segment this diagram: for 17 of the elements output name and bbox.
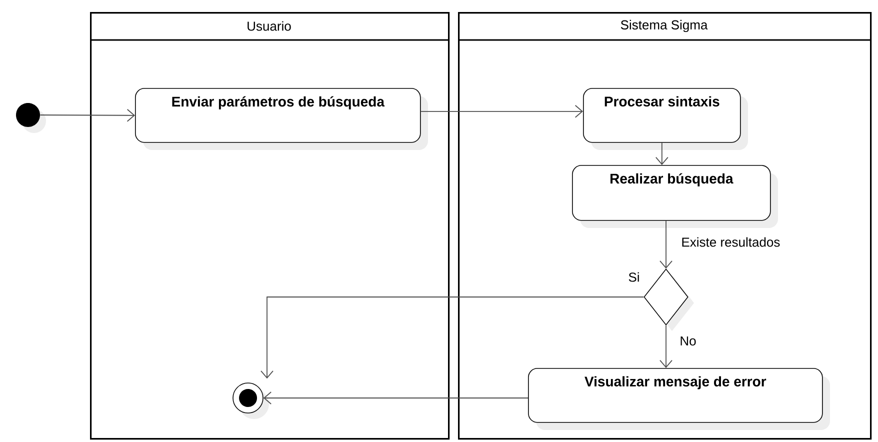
end-node <box>232 382 269 419</box>
action-box: Visualizar mensaje de error <box>528 368 830 430</box>
arrow <box>660 324 672 368</box>
action-box: Enviar parámetros de búsqueda <box>135 88 428 150</box>
arrow <box>655 142 668 165</box>
decision-diamond <box>644 268 694 331</box>
action-box: Procesar sintaxis <box>583 88 748 150</box>
arrow <box>40 108 135 122</box>
arrow <box>260 296 644 379</box>
arrow <box>420 104 583 118</box>
edge-label: Si <box>627 271 641 283</box>
edge-label: Existe resultados <box>680 236 782 248</box>
arrow <box>263 392 528 404</box>
start-node <box>16 103 46 133</box>
edge-label: No <box>678 335 698 347</box>
arrow <box>660 220 672 269</box>
action-box: Realizar búsqueda <box>572 165 778 228</box>
